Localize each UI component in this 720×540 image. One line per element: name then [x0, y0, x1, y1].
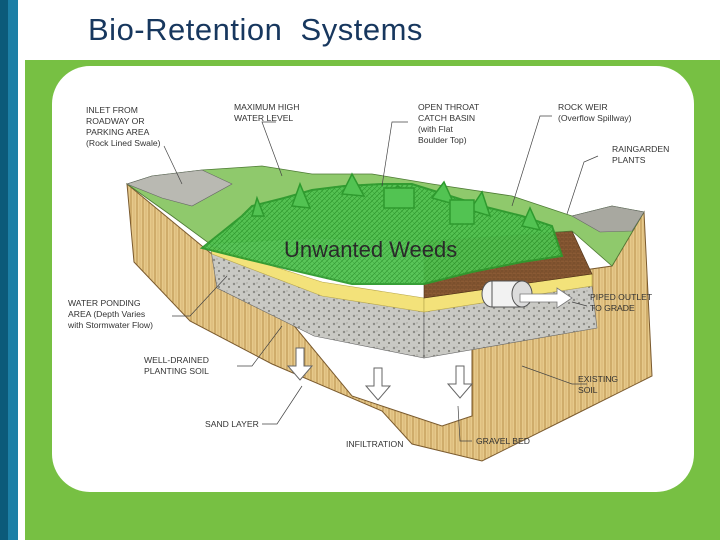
- svg-text:AREA (Depth Varies: AREA (Depth Varies: [68, 309, 145, 319]
- svg-text:(with Flat: (with Flat: [418, 124, 453, 134]
- svg-text:(Rock Lined Swale): (Rock Lined Swale): [86, 138, 161, 148]
- svg-text:(Overflow Spillway): (Overflow Spillway): [558, 113, 632, 123]
- piped-outlet-pipe: [481, 280, 573, 309]
- svg-text:EXISTING: EXISTING: [578, 374, 618, 384]
- svg-text:ROADWAY OR: ROADWAY OR: [86, 116, 145, 126]
- svg-text:GRAVEL BED: GRAVEL BED: [476, 436, 530, 446]
- svg-text:PLANTING SOIL: PLANTING SOIL: [144, 366, 209, 376]
- unwanted-weeds-overlay: Unwanted Weeds: [199, 172, 564, 285]
- weeds-label: Unwanted Weeds: [284, 237, 457, 262]
- svg-text:ROCK WEIR: ROCK WEIR: [558, 102, 608, 112]
- svg-text:PLANTS: PLANTS: [612, 155, 646, 165]
- svg-text:MAXIMUM HIGH: MAXIMUM HIGH: [234, 102, 299, 112]
- slide-title: Bio-Retention Systems: [88, 12, 423, 47]
- label-water-ponding: WATER PONDING AREA (Depth Varies with St…: [67, 298, 153, 330]
- svg-text:with Stormwater Flow): with Stormwater Flow): [67, 320, 153, 330]
- label-inlet: INLET FROM ROADWAY OR PARKING AREA (Rock…: [86, 105, 161, 148]
- svg-text:WATER LEVEL: WATER LEVEL: [234, 113, 293, 123]
- label-planting-soil: WELL-DRAINED PLANTING SOIL: [144, 355, 209, 376]
- svg-text:SOIL: SOIL: [578, 385, 598, 395]
- svg-text:CATCH BASIN: CATCH BASIN: [418, 113, 475, 123]
- svg-text:RAINGARDEN: RAINGARDEN: [612, 144, 669, 154]
- svg-text:Boulder Top): Boulder Top): [418, 135, 467, 145]
- svg-text:INFILTRATION: INFILTRATION: [346, 439, 403, 449]
- label-max-water-level: MAXIMUM HIGH WATER LEVEL: [234, 102, 299, 123]
- svg-text:OPEN THROAT: OPEN THROAT: [418, 102, 480, 112]
- svg-text:TO GRADE: TO GRADE: [590, 303, 635, 313]
- label-rock-weir: ROCK WEIR (Overflow Spillway): [558, 102, 632, 123]
- label-piped-outlet: PIPED OUTLET TO GRADE: [590, 292, 653, 313]
- label-catch-basin: OPEN THROAT CATCH BASIN (with Flat Bould…: [418, 102, 480, 145]
- svg-text:PIPED OUTLET: PIPED OUTLET: [590, 292, 653, 302]
- bioretention-diagram: Unwanted Weeds: [67, 102, 669, 462]
- svg-text:PARKING AREA: PARKING AREA: [86, 127, 150, 137]
- diagram-card: Unwanted Weeds: [52, 66, 694, 492]
- label-sand-layer: SAND LAYER: [205, 419, 259, 429]
- label-existing-soil: EXISTING SOIL: [578, 374, 618, 395]
- label-gravel-bed: GRAVEL BED: [476, 436, 530, 446]
- infiltration-arrows: [286, 347, 474, 401]
- svg-text:SAND LAYER: SAND LAYER: [205, 419, 259, 429]
- left-accent-stripe: [8, 0, 18, 540]
- svg-text:WELL-DRAINED: WELL-DRAINED: [144, 355, 209, 365]
- label-infiltration: INFILTRATION: [346, 439, 403, 449]
- svg-text:INLET FROM: INLET FROM: [86, 105, 138, 115]
- existing-soil-block: [126, 182, 653, 462]
- leader-lines: [163, 115, 599, 442]
- svg-text:WATER PONDING: WATER PONDING: [68, 298, 141, 308]
- label-raingarden-plants: RAINGARDEN PLANTS: [612, 144, 669, 165]
